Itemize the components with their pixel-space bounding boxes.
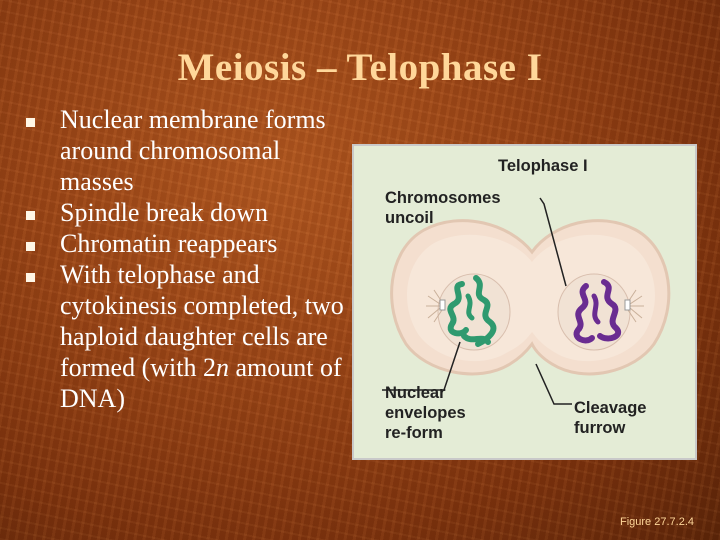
figure-caption: Figure 27.7.2.4 bbox=[620, 516, 694, 528]
bullet-text: Spindle break down bbox=[60, 198, 268, 227]
bullet-text: Chromatin reappears bbox=[60, 229, 278, 258]
left-centrosome bbox=[426, 289, 446, 323]
right-chromosomes bbox=[573, 279, 621, 344]
square-bullet-icon bbox=[26, 273, 35, 282]
slide-title: Meiosis – Telophase I bbox=[177, 46, 543, 89]
telophase-figure: Telophase I Chromosomes uncoil Nuclear e… bbox=[352, 144, 697, 460]
chromosomes-pointer-line bbox=[539, 197, 567, 287]
nuclear-envelopes-label: Nuclear envelopes re-form bbox=[385, 384, 466, 442]
square-bullet-icon bbox=[26, 242, 35, 251]
right-centrosome bbox=[624, 289, 644, 323]
cleavage-pointer-line bbox=[535, 363, 572, 405]
square-bullet-icon bbox=[26, 211, 35, 220]
bullet-item: Spindle break down bbox=[26, 197, 356, 228]
square-bullet-icon bbox=[26, 118, 35, 127]
left-chromosomes bbox=[447, 275, 497, 347]
figure-title: Telophase I bbox=[498, 157, 588, 175]
bullet-item: Nuclear membrane forms around chromosoma… bbox=[26, 104, 356, 197]
figure-panel: Telophase I Chromosomes uncoil Nuclear e… bbox=[354, 146, 695, 458]
bullet-list: Nuclear membrane forms around chromosoma… bbox=[26, 104, 356, 414]
bullet-text: Nuclear membrane forms around chromosoma… bbox=[60, 105, 326, 196]
chromosomes-label: Chromosomes uncoil bbox=[385, 189, 501, 227]
bullet-text: With telophase and cytokinesis completed… bbox=[60, 260, 344, 413]
nuclear-pointer-line bbox=[382, 341, 461, 391]
cleavage-furrow-label: Cleavage furrow bbox=[574, 399, 647, 437]
bullet-item: Chromatin reappears bbox=[26, 228, 356, 259]
bullet-item: With telophase and cytokinesis completed… bbox=[26, 259, 356, 414]
dividing-cell-illustration bbox=[382, 197, 671, 405]
